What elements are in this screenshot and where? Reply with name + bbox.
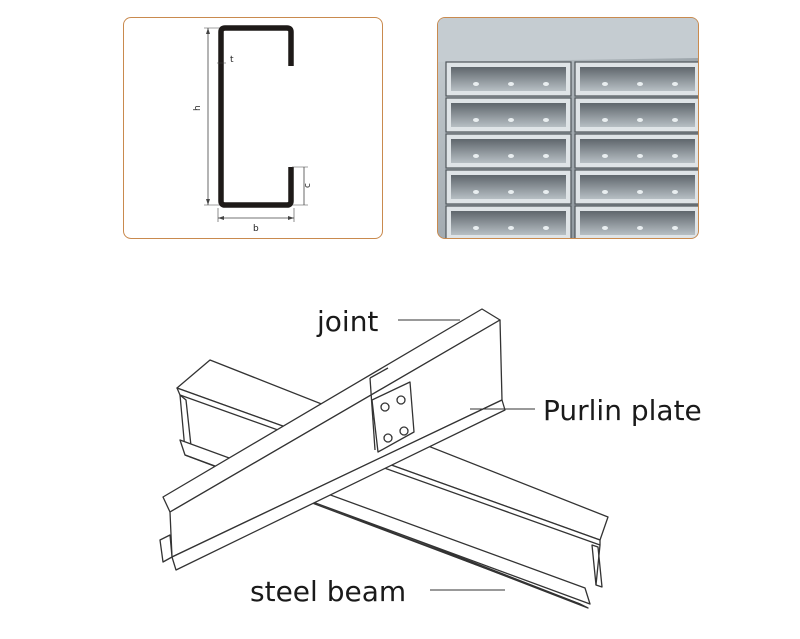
bolt-hole [473,118,479,122]
bolt-hole [602,190,608,194]
purlin-stack-photo [437,17,699,239]
bolt-hole [672,82,678,86]
purlin-cell-interior [580,175,695,199]
purlin-plate-label: Purlin plate [543,394,702,427]
bolt-hole [637,190,643,194]
bolt-hole [637,118,643,122]
purlin [159,308,506,571]
bolt-hole [543,190,549,194]
purlin-cell-interior [580,103,695,127]
bolt-hole [602,82,608,86]
bolt-hole [473,190,479,194]
bolt-hole [473,154,479,158]
purlin-cell-interior [451,67,566,91]
bolt-hole [672,190,678,194]
purlin-cell-interior [451,139,566,163]
c-label: c [303,183,313,188]
bolt-hole [637,82,643,86]
bolt-hole [508,226,514,230]
h-label: h [193,105,203,111]
purlin-assembly-drawing: joint Purlin plate steel beam [159,305,702,609]
bolt-hole [602,154,608,158]
bolt-hole [637,226,643,230]
purlin-plate [371,381,415,453]
b-label: b [253,224,259,234]
c-section-profile-panel: h t c b [123,17,383,239]
c-section-drawing: h t c b [193,25,313,234]
bolt-hole [637,154,643,158]
purlin-cell-interior [580,67,695,91]
bolt-hole [672,226,678,230]
bolt-hole [672,154,678,158]
bolt-hole [543,82,549,86]
purlin-stack-illustration [438,18,698,238]
purlin-cell-interior [451,103,566,127]
t-label: t [230,55,234,65]
bolt-hole [543,226,549,230]
bolt-hole [543,118,549,122]
bolt-hole [508,190,514,194]
joint-label: joint [316,305,378,338]
bolt-hole [543,154,549,158]
purlin-cell-interior [580,139,695,163]
bolt-hole [602,118,608,122]
purlin-cell-interior [580,211,695,235]
bolt-hole [602,226,608,230]
bolt-hole [508,118,514,122]
bolt-hole [508,154,514,158]
bolt-hole [473,82,479,86]
purlin-cell-interior [451,175,566,199]
purlin-cell-interior [451,211,566,235]
bolt-hole [508,82,514,86]
bolt-hole [672,118,678,122]
c-channel-profile [218,25,294,208]
steel-beam-label: steel beam [250,575,406,608]
bolt-hole [473,226,479,230]
